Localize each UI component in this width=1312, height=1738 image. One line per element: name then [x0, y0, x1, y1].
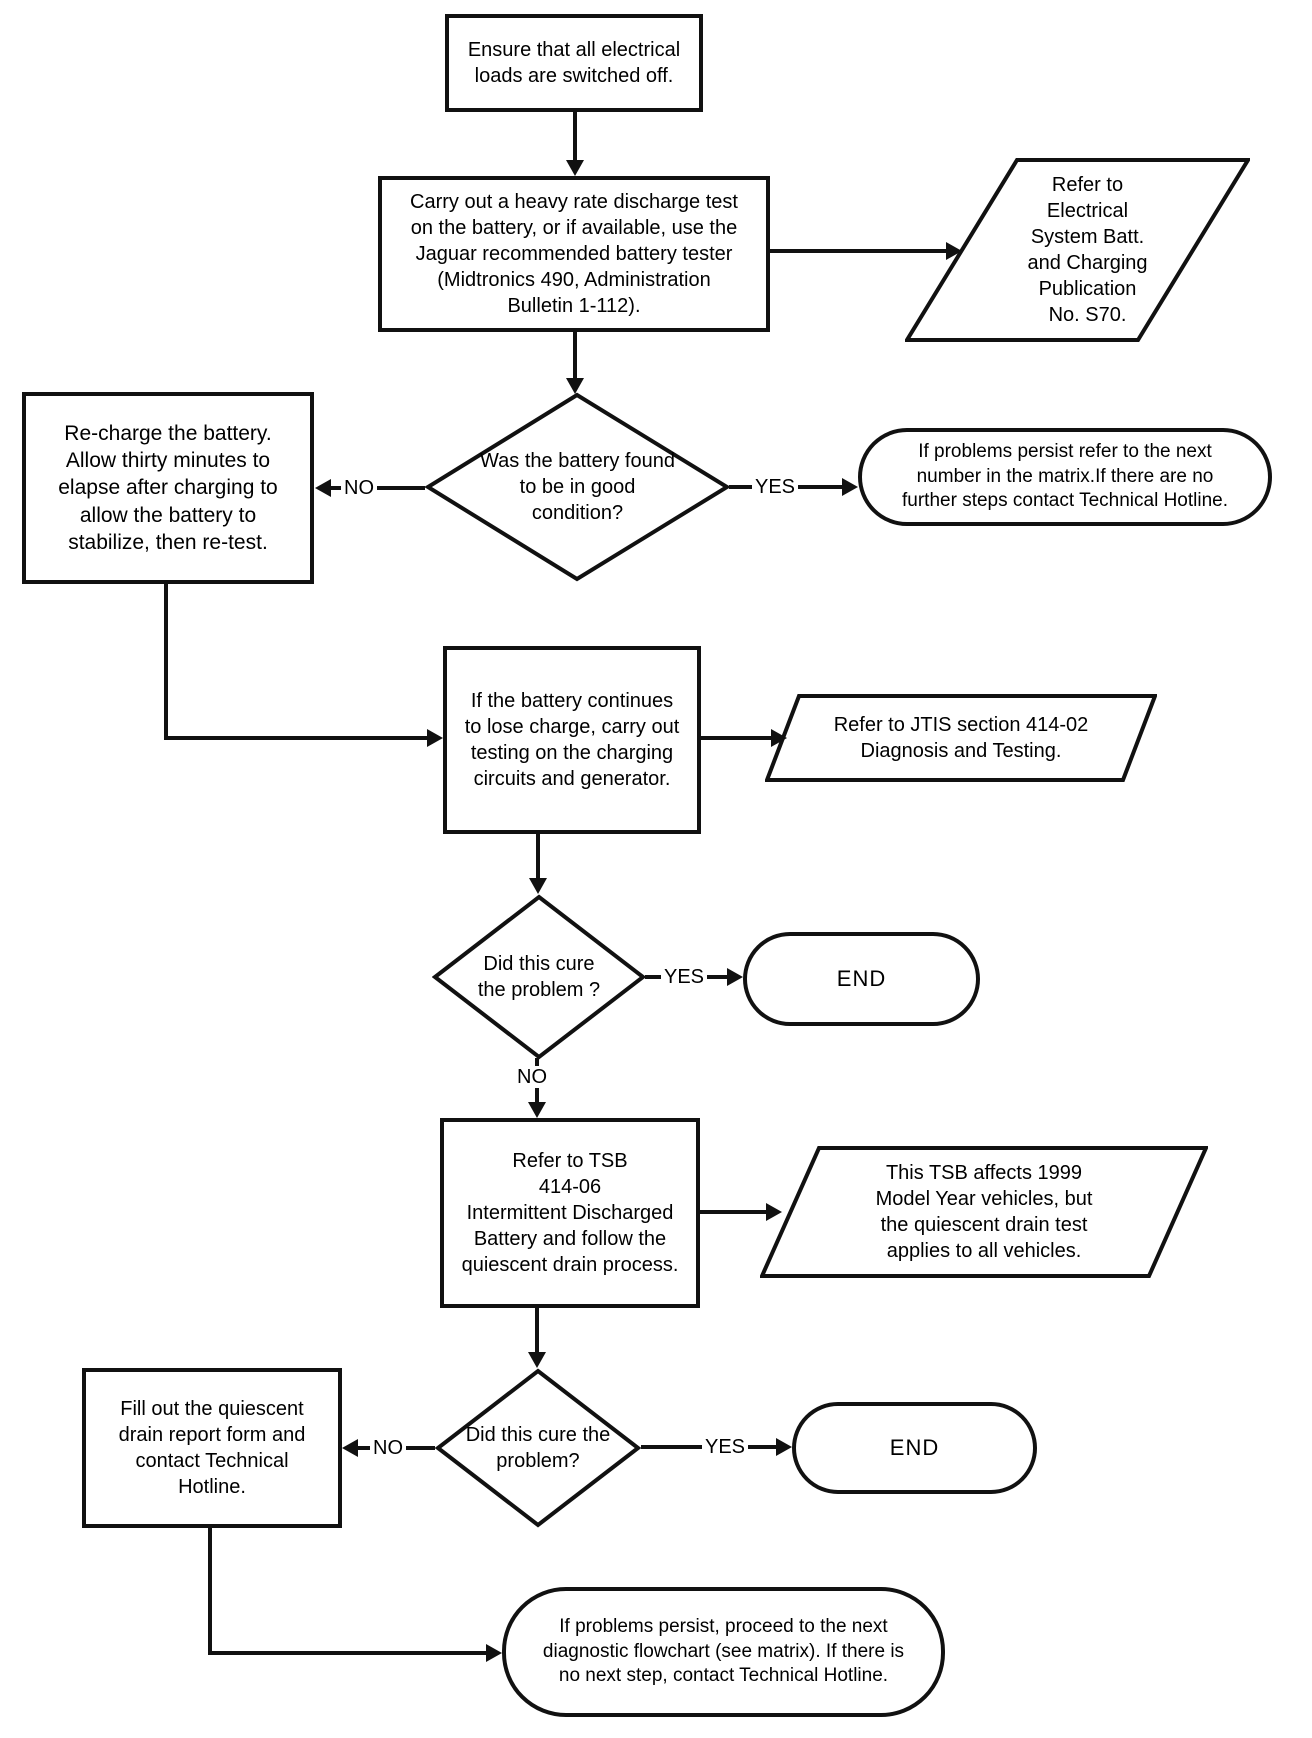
node-refer-tsb-text: Refer to TSB 414-06 Intermittent Dischar…: [461, 1150, 679, 1276]
node-end-1: END: [743, 932, 980, 1026]
arrowhead-down-icon: [528, 1102, 546, 1118]
node-refer-electrical-publication-text: Refer to Electrical System Batt. and Cha…: [1027, 174, 1148, 326]
parallelogram-shape: [765, 694, 1157, 782]
connector-recharge-elbow-vertical: [164, 584, 168, 740]
node-did-cure-problem-1: Did this cure the problem ?: [432, 894, 646, 1060]
node-battery-good-condition-text: Was the battery found to be in good cond…: [480, 450, 675, 524]
connector-tsb-to-note: [700, 1210, 768, 1214]
connector-discharge-to-s70: [770, 249, 948, 253]
node-battery-loses-charge-test-text: If the battery continues to lose charge,…: [464, 690, 680, 790]
arrowhead-down-icon: [566, 378, 584, 394]
edge-label-no-1: NO: [341, 477, 377, 499]
node-end-2: END: [792, 1402, 1037, 1494]
node-did-cure-problem-1-text: Did this cure the problem ?: [477, 953, 601, 1001]
parallelogram-shape: [760, 1146, 1208, 1278]
arrowhead-right-icon: [766, 1203, 782, 1221]
diamond-shape: [425, 392, 730, 582]
connector-fillreport-elbow-vertical: [208, 1528, 212, 1655]
node-recharge-battery: Re-charge the battery. Allow thirty minu…: [22, 392, 314, 584]
arrowhead-left-icon: [315, 479, 331, 497]
arrowhead-right-icon: [727, 968, 743, 986]
node-did-cure-problem-2: Did this cure the problem?: [435, 1368, 641, 1528]
node-battery-good-condition: Was the battery found to be in good cond…: [425, 392, 730, 582]
connector-losecharge-to-jtis: [701, 736, 773, 740]
arrowhead-right-icon: [776, 1438, 792, 1456]
arrowhead-right-icon: [771, 729, 787, 747]
node-ensure-loads-off: Ensure that all electrical loads are swi…: [445, 14, 703, 112]
node-problems-persist-next-flowchart: If problems persist, proceed to the next…: [502, 1587, 945, 1717]
node-heavy-rate-discharge-test-text: Carry out a heavy rate discharge test on…: [410, 191, 738, 317]
connector-decision1-no: [331, 486, 425, 490]
arrowhead-down-icon: [529, 878, 547, 894]
node-tsb-note-text: This TSB affects 1999 Model Year vehicle…: [875, 1162, 1093, 1262]
arrowhead-left-icon: [342, 1439, 358, 1457]
arrowhead-right-icon: [486, 1644, 502, 1662]
connector-losecharge-to-decision2: [536, 834, 540, 880]
node-refer-jtis: Refer to JTIS section 414-02 Diagnosis a…: [765, 694, 1157, 782]
arrowhead-down-icon: [566, 160, 584, 176]
node-tsb-note: This TSB affects 1999 Model Year vehicle…: [760, 1146, 1208, 1278]
connector-ensure-to-discharge: [573, 112, 577, 164]
diamond-shape: [432, 894, 646, 1060]
node-problems-persist-matrix-text: If problems persist refer to the next nu…: [902, 440, 1228, 512]
node-refer-electrical-publication: Refer to Electrical System Batt. and Cha…: [905, 158, 1250, 342]
connector-discharge-to-decision1: [573, 332, 577, 380]
edge-label-no-2: NO: [514, 1066, 550, 1088]
diamond-shape: [435, 1368, 641, 1528]
node-end-2-text: END: [889, 1434, 940, 1460]
node-heavy-rate-discharge-test: Carry out a heavy rate discharge test on…: [378, 176, 770, 332]
node-refer-jtis-text: Refer to JTIS section 414-02 Diagnosis a…: [833, 714, 1089, 762]
node-recharge-battery-text: Re-charge the battery. Allow thirty minu…: [58, 421, 278, 554]
node-ensure-loads-off-text: Ensure that all electrical loads are swi…: [467, 39, 681, 87]
edge-label-yes-1: YES: [752, 476, 799, 498]
node-battery-loses-charge-test: If the battery continues to lose charge,…: [443, 646, 701, 834]
connector-recharge-elbow-horizontal: [164, 736, 427, 740]
node-problems-persist-next-flowchart-text: If problems persist, proceed to the next…: [542, 1615, 905, 1687]
arrowhead-right-icon: [842, 478, 858, 496]
parallelogram-shape: [905, 158, 1250, 342]
edge-label-yes-3: YES: [702, 1436, 749, 1458]
connector-fillreport-elbow-horizontal: [208, 1651, 488, 1655]
edge-label-no-3: NO: [370, 1437, 406, 1459]
arrowhead-right-icon: [946, 242, 962, 260]
arrowhead-right-icon: [427, 729, 443, 747]
arrowhead-down-icon: [528, 1352, 546, 1368]
node-refer-tsb: Refer to TSB 414-06 Intermittent Dischar…: [440, 1118, 700, 1308]
node-end-1-text: END: [836, 965, 887, 991]
node-problems-persist-matrix: If problems persist refer to the next nu…: [858, 428, 1272, 526]
node-fill-quiescent-report: Fill out the quiescent drain report form…: [82, 1368, 342, 1528]
node-did-cure-problem-2-text: Did this cure the problem?: [465, 1424, 611, 1472]
node-fill-quiescent-report-text: Fill out the quiescent drain report form…: [118, 1398, 306, 1498]
edge-label-yes-2: YES: [661, 966, 708, 988]
connector-tsb-to-decision3: [535, 1308, 539, 1354]
